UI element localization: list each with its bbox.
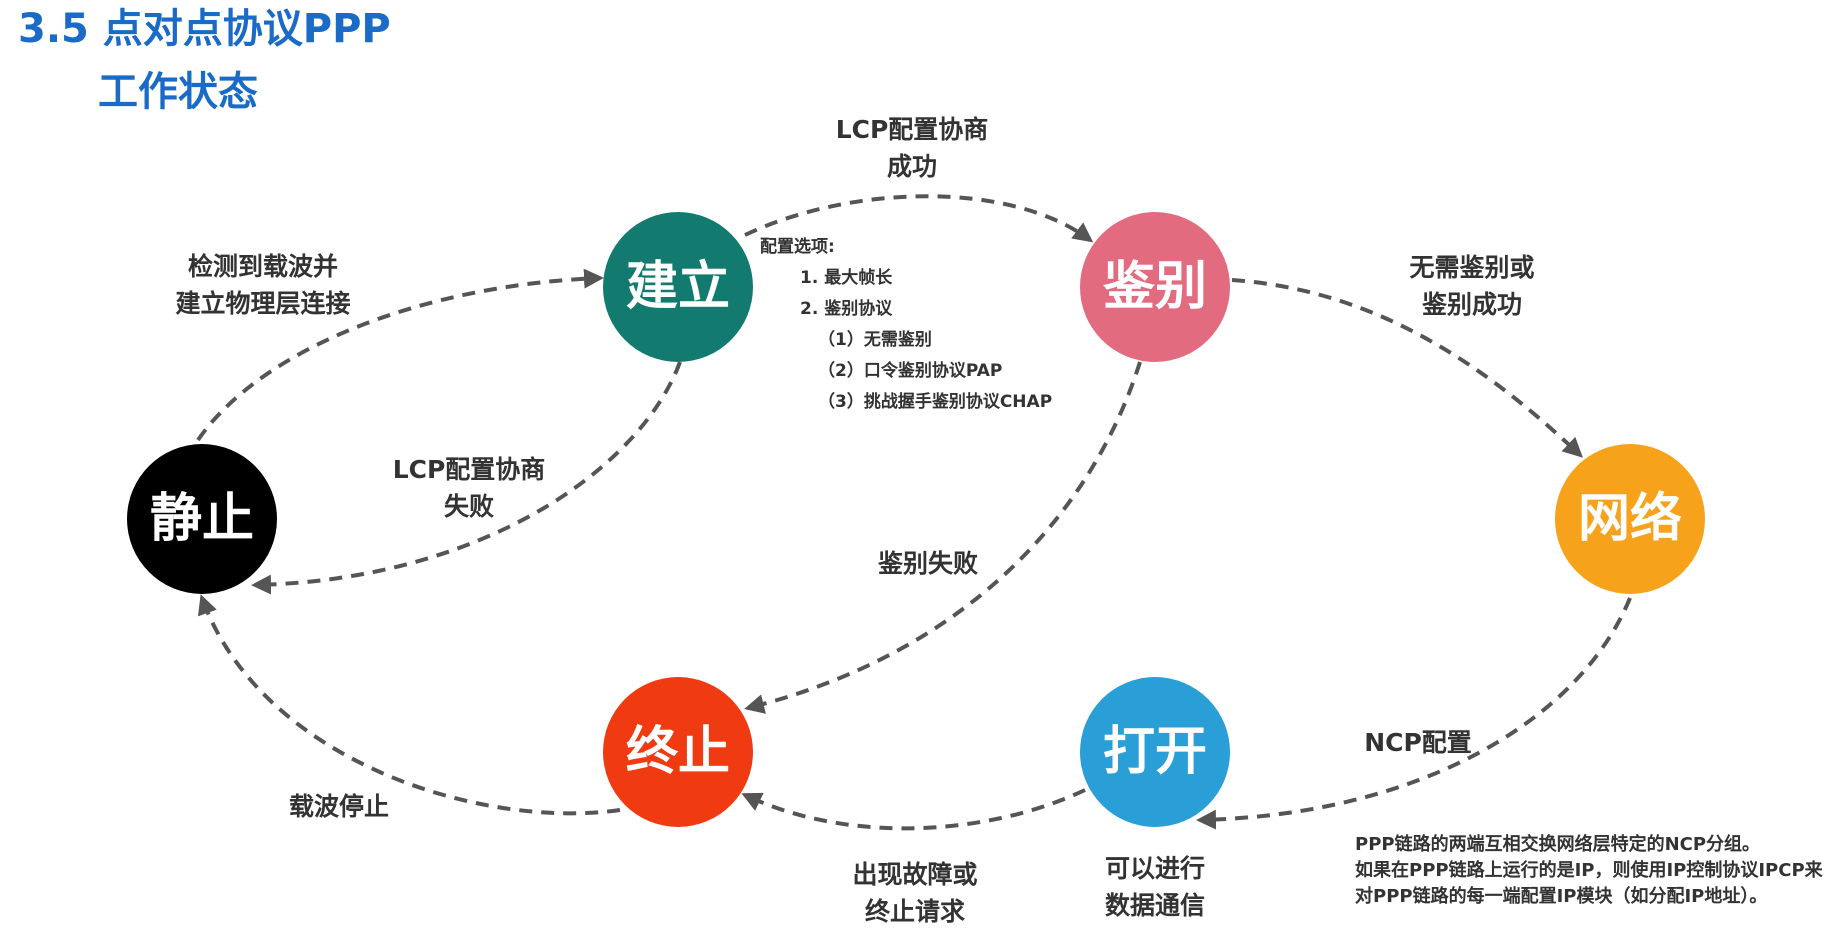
label-open-to-terminate-2: 终止请求 xyxy=(865,897,965,926)
label-authenticate-to-network-2: 鉴别成功 xyxy=(1421,290,1522,319)
config-options: 配置选项: 1. 最大帧长 2. 鉴别协议 （1）无需鉴别 （2）口令鉴别协议P… xyxy=(760,237,1052,412)
node-dormant: 静止 xyxy=(127,444,277,594)
edge-open-to-terminate xyxy=(741,788,1086,831)
edge-establish-to-dormant xyxy=(251,361,682,595)
ncp-note-line-1: PPP链路的两端互相交换网络层特定的NCP分组。 xyxy=(1355,833,1760,855)
label-open-to-terminate-1: 出现故障或 xyxy=(852,860,977,889)
config-option-2-3: （3）挑战握手鉴别协议CHAP xyxy=(818,391,1052,412)
title-line-2: 工作状态 xyxy=(98,69,258,115)
label-authenticate-to-network-1: 无需鉴别或 xyxy=(1409,253,1534,282)
open-note-line-1: 可以进行 xyxy=(1105,854,1205,883)
node-terminate-label: 终止 xyxy=(626,722,730,782)
label-authenticate-to-terminate: 鉴别失败 xyxy=(877,549,978,578)
edge-authenticate-to-terminate xyxy=(744,361,1142,714)
node-establish-label: 建立 xyxy=(626,257,730,317)
label-establish-to-dormant-2: 失败 xyxy=(444,492,494,521)
label-network-to-open: NCP配置 xyxy=(1364,728,1472,757)
node-network-label: 网络 xyxy=(1578,489,1682,549)
label-establish-to-authenticate-1: LCP配置协商 xyxy=(836,115,989,144)
edge-authenticate-to-network xyxy=(1231,278,1583,458)
label-terminate-to-dormant: 载波停止 xyxy=(289,792,389,821)
ncp-note: PPP链路的两端互相交换网络层特定的NCP分组。 如果在PPP链路上运行的是IP… xyxy=(1355,833,1824,907)
label-dormant-to-establish-1: 检测到载波并 xyxy=(188,252,338,281)
ncp-note-line-2: 如果在PPP链路上运行的是IP，则使用IP控制协议IPCP来 xyxy=(1355,859,1824,881)
edge-establish-to-authenticate xyxy=(744,194,1094,243)
node-open: 打开 xyxy=(1080,677,1230,827)
config-options-heading: 配置选项: xyxy=(760,237,835,257)
config-option-1: 1. 最大帧长 xyxy=(800,267,893,288)
config-option-2-2: （2）口令鉴别协议PAP xyxy=(818,360,1002,381)
label-establish-to-authenticate-2: 成功 xyxy=(887,152,937,181)
edge-terminate-to-dormant xyxy=(197,594,621,816)
config-option-2: 2. 鉴别协议 xyxy=(800,298,893,319)
ncp-note-line-3: 对PPP链路的每一端配置IP模块（如分配IP地址）。 xyxy=(1355,885,1767,907)
edge-network-to-open xyxy=(1196,597,1632,830)
title-line-1: 3.5 点对点协议PPP xyxy=(18,6,391,52)
edge-dormant-to-establish xyxy=(196,268,604,442)
node-dormant-label: 静止 xyxy=(150,489,254,549)
label-establish-to-dormant-1: LCP配置协商 xyxy=(393,455,546,484)
node-authenticate-label: 鉴别 xyxy=(1102,257,1207,317)
node-terminate: 终止 xyxy=(603,677,753,827)
node-authenticate: 鉴别 xyxy=(1080,212,1230,362)
node-establish: 建立 xyxy=(603,212,753,362)
node-open-label: 打开 xyxy=(1103,722,1207,782)
config-option-2-1: （1）无需鉴别 xyxy=(818,329,932,350)
open-note-line-2: 数据通信 xyxy=(1105,891,1205,920)
node-network: 网络 xyxy=(1555,444,1705,594)
label-dormant-to-establish-2: 建立物理层连接 xyxy=(175,289,350,318)
